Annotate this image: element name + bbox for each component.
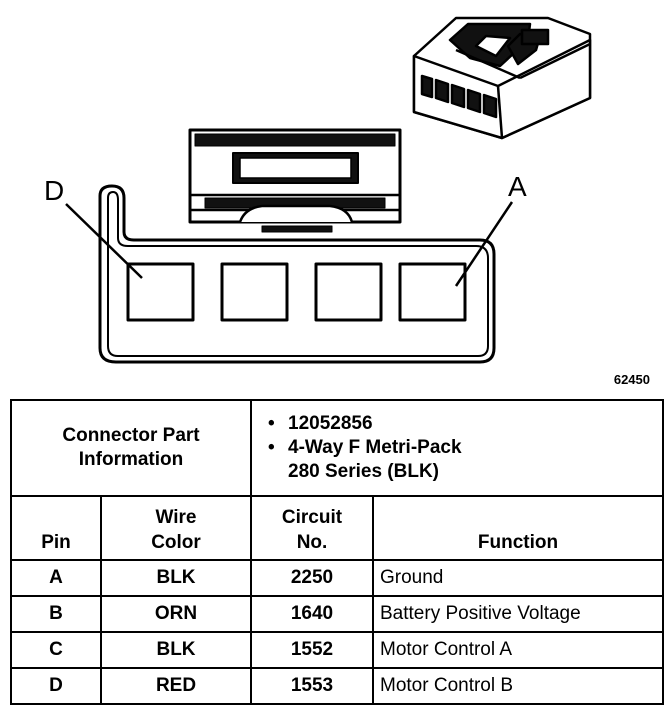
circuit-cell: 1553 <box>250 667 374 705</box>
col-pin: Pin <box>10 495 102 561</box>
circuit-cell: 1552 <box>250 631 374 669</box>
cavity-b <box>314 262 383 322</box>
table-row: A BLK 2250 Ground <box>10 559 664 597</box>
col-pin-label: Pin <box>41 532 71 553</box>
col-function-label: Function <box>477 532 559 553</box>
function-cell: Battery Positive Voltage <box>372 595 664 633</box>
connector-diagram: D A <box>44 16 592 364</box>
cavity-c <box>220 262 289 322</box>
pin-cell: B <box>10 595 102 633</box>
col-wire-color-line-1: Wire <box>155 507 197 528</box>
connector-part-heading: Connector Part Information <box>10 399 252 497</box>
wire-color-cell: ORN <box>100 595 252 633</box>
function-cell: Motor Control B <box>372 667 664 705</box>
connector-description-line-1: 4-Way F Metri-Pack <box>268 436 652 460</box>
pin-label-d: D <box>44 175 64 206</box>
heading-line-2: Information <box>78 449 184 470</box>
wire-color-cell: BLK <box>100 559 252 597</box>
pin-cell: A <box>10 559 102 597</box>
connector-info-header: Connector Part Information 12052856 4-Wa… <box>10 399 664 497</box>
col-circuit-line-1: Circuit <box>281 507 343 528</box>
col-circuit-line-2: No. <box>296 532 328 553</box>
wire-color-cell: BLK <box>100 631 252 669</box>
column-header-row: Pin Wire Color Circuit No. Function <box>10 495 664 561</box>
cavity-a <box>398 262 467 322</box>
table-row: C BLK 1552 Motor Control A <box>10 631 664 669</box>
circuit-cell: 2250 <box>250 559 374 597</box>
function-cell: Motor Control A <box>372 631 664 669</box>
connector-isometric-view <box>412 16 592 140</box>
function-cell: Ground <box>372 559 664 597</box>
pin-label-a: A <box>508 171 527 202</box>
col-function: Function <box>372 495 664 561</box>
table-row: B ORN 1640 Battery Positive Voltage <box>10 595 664 633</box>
col-wire-color: Wire Color <box>100 495 252 561</box>
part-number: 12052856 <box>268 412 652 436</box>
col-wire-color-line-2: Color <box>151 532 201 553</box>
connector-face-view <box>65 128 514 364</box>
col-circuit: Circuit No. <box>250 495 374 561</box>
figure-number: 62450 <box>613 372 650 387</box>
connector-description-line-2: 280 Series (BLK) <box>288 461 440 482</box>
pin-cell: D <box>10 667 102 705</box>
connector-part-details: 12052856 4-Way F Metri-Pack 280 Series (… <box>250 399 664 497</box>
heading-line-1: Connector Part <box>62 425 200 446</box>
circuit-cell: 1640 <box>250 595 374 633</box>
wire-color-cell: RED <box>100 667 252 705</box>
table-row: D RED 1553 Motor Control B <box>10 667 664 705</box>
pin-cell: C <box>10 631 102 669</box>
connector-info-table: Connector Part Information 12052856 4-Wa… <box>10 399 664 705</box>
